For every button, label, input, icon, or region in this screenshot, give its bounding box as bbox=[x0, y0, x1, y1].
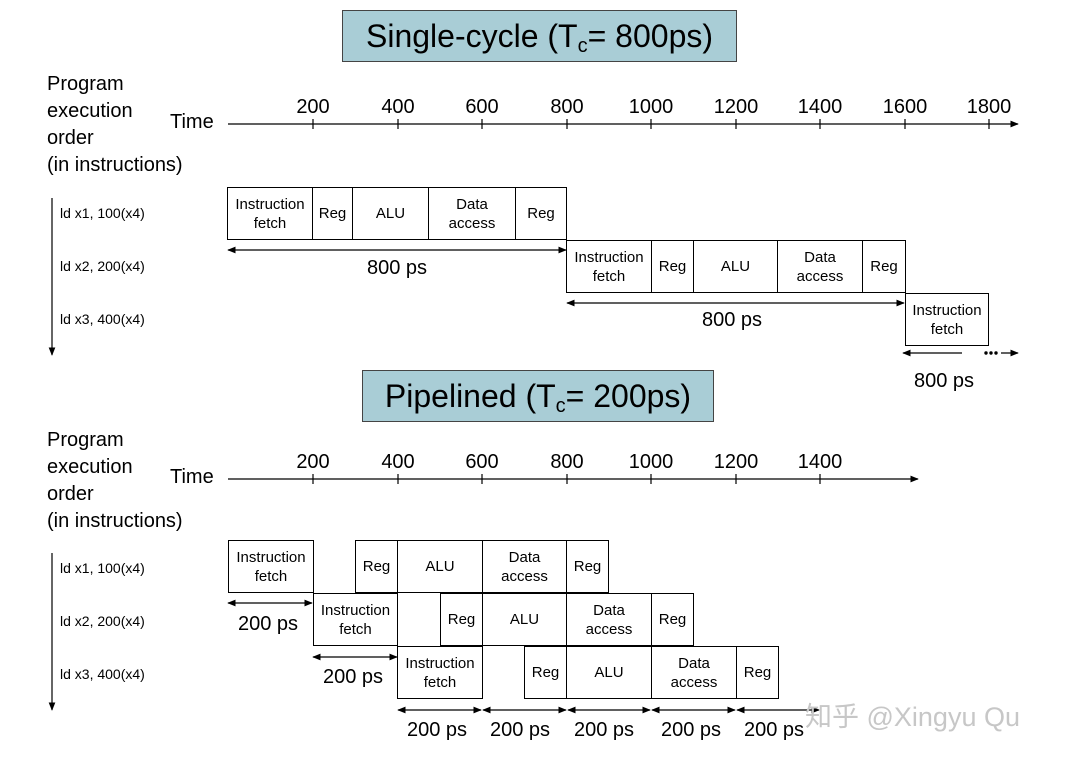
tick-label: 800 bbox=[550, 96, 584, 118]
program-order-label-pipelined: Program execution order (in instructions… bbox=[47, 429, 183, 532]
stage-reg-write: Reg bbox=[736, 646, 779, 699]
duration-label: 200 ps bbox=[406, 719, 468, 741]
tick-label: 1400 bbox=[797, 96, 843, 118]
time-label-pipelined: Time bbox=[170, 466, 214, 488]
program-order-label-single: Program execution order (in instructions… bbox=[47, 73, 183, 176]
tick-label: 600 bbox=[465, 451, 499, 473]
pipelined-title: Pipelined (Tc= 200ps) bbox=[362, 370, 714, 422]
stage-reg-write: Reg bbox=[651, 593, 694, 646]
stage-reg-write: Reg bbox=[862, 240, 906, 293]
time-label-single: Time bbox=[170, 111, 214, 133]
tick-label: 1200 bbox=[713, 451, 759, 473]
stage-data-access: Data access bbox=[777, 240, 863, 293]
instruction-label: ld x3, 400(x4) bbox=[60, 666, 145, 682]
instruction-label: ld x2, 200(x4) bbox=[60, 613, 145, 629]
stage-data-access: Data access bbox=[482, 540, 567, 593]
duration-label: 200 ps bbox=[573, 719, 635, 741]
stage-data-access: Data access bbox=[651, 646, 737, 699]
tick-label: 800 bbox=[550, 451, 584, 473]
single-cycle-title: Single-cycle (Tc= 800ps) bbox=[342, 10, 737, 62]
stage-instruction-fetch: Instruction fetch bbox=[566, 240, 652, 293]
duration-label: 200 ps bbox=[322, 666, 384, 688]
stage-reg-write: Reg bbox=[515, 187, 567, 240]
duration-label: 800 ps bbox=[701, 309, 763, 331]
duration-label: 200 ps bbox=[743, 719, 805, 741]
tick-label: 200 bbox=[296, 451, 330, 473]
instruction-label: ld x1, 100(x4) bbox=[60, 560, 145, 576]
stage-reg-write: Reg bbox=[566, 540, 609, 593]
stage-instruction-fetch: Instruction fetch bbox=[313, 593, 398, 646]
stage-alu: ALU bbox=[397, 540, 483, 593]
duration-label: 800 ps bbox=[913, 370, 975, 392]
tick-label: 400 bbox=[381, 96, 415, 118]
stage-reg-read: Reg bbox=[440, 593, 483, 646]
tick-label: 200 bbox=[296, 96, 330, 118]
instruction-label: ld x3, 400(x4) bbox=[60, 311, 145, 327]
duration-label: 800 ps bbox=[366, 257, 428, 279]
stage-alu: ALU bbox=[566, 646, 652, 699]
stage-alu: ALU bbox=[693, 240, 778, 293]
stage-instruction-fetch: Instruction fetch bbox=[228, 540, 314, 593]
tick-label: 400 bbox=[381, 451, 415, 473]
duration-label: 200 ps bbox=[489, 719, 551, 741]
stage-reg-read: Reg bbox=[651, 240, 694, 293]
stage-instruction-fetch: Instruction fetch bbox=[397, 646, 483, 699]
tick-label: 1000 bbox=[628, 96, 674, 118]
stage-instruction-fetch: Instruction fetch bbox=[905, 293, 989, 346]
watermark: 知乎 @Xingyu Qu bbox=[805, 702, 1020, 732]
stage-reg-read: Reg bbox=[312, 187, 353, 240]
duration-label: 200 ps bbox=[237, 613, 299, 635]
tick-label: 1800 bbox=[966, 96, 1012, 118]
stage-instruction-fetch: Instruction fetch bbox=[227, 187, 313, 240]
stage-reg-read: Reg bbox=[355, 540, 398, 593]
instruction-label: ld x2, 200(x4) bbox=[60, 258, 145, 274]
tick-label: 1400 bbox=[797, 451, 843, 473]
tick-label: 1200 bbox=[713, 96, 759, 118]
stage-alu: ALU bbox=[352, 187, 429, 240]
instruction-label: ld x1, 100(x4) bbox=[60, 205, 145, 221]
stage-reg-read: Reg bbox=[524, 646, 567, 699]
stage-data-access: Data access bbox=[428, 187, 516, 240]
tick-label: 1000 bbox=[628, 451, 674, 473]
tick-label: 600 bbox=[465, 96, 499, 118]
duration-label: 200 ps bbox=[660, 719, 722, 741]
stage-data-access: Data access bbox=[566, 593, 652, 646]
tick-label: 1600 bbox=[882, 96, 928, 118]
stage-alu: ALU bbox=[482, 593, 567, 646]
